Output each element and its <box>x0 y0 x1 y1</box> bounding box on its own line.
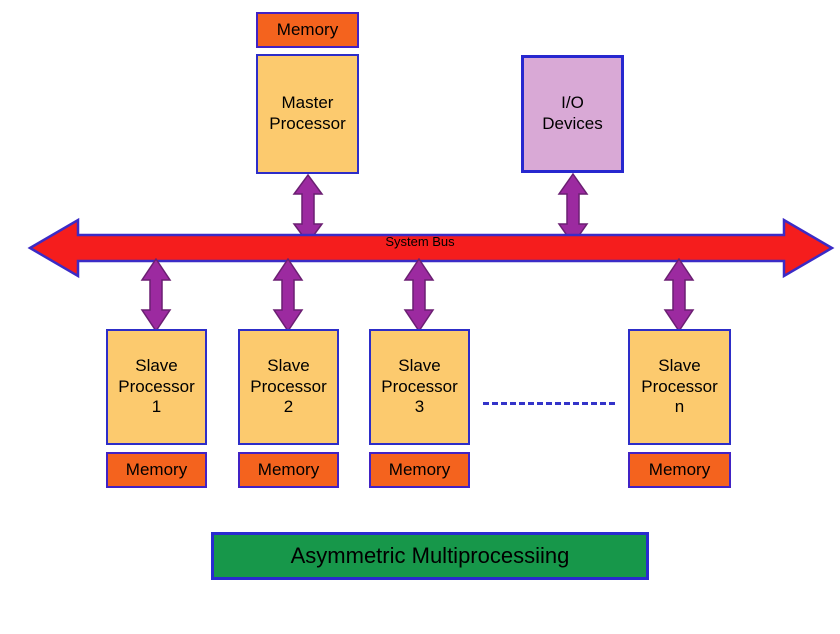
system-bus-arrow <box>27 217 835 279</box>
diagram-title-banner: Asymmetric Multiprocessiing <box>211 532 649 580</box>
master-memory-box: Memory <box>256 12 359 48</box>
slave-continuation-dashed-line <box>483 402 615 405</box>
io-devices-box: I/O Devices <box>521 55 624 173</box>
master-processor-box: Master Processor <box>256 54 359 174</box>
slave-3-bus-arrow-icon <box>403 258 435 332</box>
slave-processor-3-box: Slave Processor 3 <box>369 329 470 445</box>
slave-2-bus-arrow-icon <box>272 258 304 332</box>
slave-memory-n-box: Memory <box>628 452 731 488</box>
slave-1-bus-arrow-icon <box>140 258 172 332</box>
slave-processor-n-box: Slave Processor n <box>628 329 731 445</box>
slave-processor-2-box: Slave Processor 2 <box>238 329 339 445</box>
slave-memory-3-box: Memory <box>369 452 470 488</box>
slave-memory-1-box: Memory <box>106 452 207 488</box>
slave-processor-1-box: Slave Processor 1 <box>106 329 207 445</box>
system-bus-label: System Bus <box>385 234 455 249</box>
slave-n-bus-arrow-icon <box>663 258 695 332</box>
slave-memory-2-box: Memory <box>238 452 339 488</box>
